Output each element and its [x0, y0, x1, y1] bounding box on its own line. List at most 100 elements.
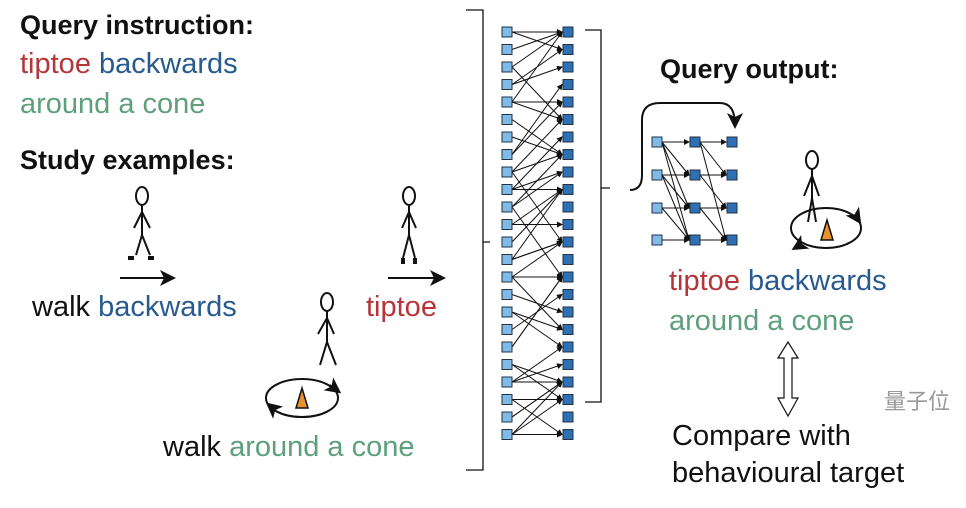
word-backwards: backwards — [99, 48, 238, 80]
study-examples-heading: Study examples: — [20, 145, 235, 175]
connection-arrow — [699, 207, 727, 241]
query-instruction-line1: tiptoe backwards — [20, 48, 238, 81]
connection-arrow — [511, 188, 563, 243]
connection-arrow — [511, 31, 563, 68]
compare-line1: Compare with — [672, 420, 851, 452]
connection-arrow — [511, 381, 563, 418]
word-around-a-cone: around a cone — [229, 431, 415, 463]
stick-figure-around-cone — [265, 292, 342, 419]
input-node — [501, 61, 513, 73]
left-bracket — [466, 9, 490, 471]
output-node — [562, 201, 574, 213]
connection-arrow — [511, 363, 563, 383]
network-node — [689, 234, 701, 246]
output-node — [562, 289, 574, 300]
connection-arrow — [511, 311, 563, 348]
output-node — [562, 219, 574, 230]
input-node — [501, 26, 513, 38]
output-node — [562, 96, 574, 108]
output-node — [562, 149, 574, 160]
connection-arrow — [511, 101, 563, 121]
stick-figure-tiptoe — [388, 186, 446, 286]
watermark: 量子位 — [884, 389, 951, 414]
connection-arrow — [511, 171, 563, 208]
word-walk: walk — [32, 291, 91, 323]
output-node — [562, 394, 574, 405]
connection-arrow — [511, 241, 563, 278]
input-node — [501, 429, 513, 440]
transformer-network — [501, 26, 574, 440]
output-node — [562, 324, 574, 335]
connection-arrow — [511, 188, 563, 260]
query-output-heading: Query output: — [660, 54, 839, 84]
right-bracket — [585, 29, 610, 403]
input-node — [501, 341, 513, 353]
output-node — [562, 26, 574, 38]
network-node — [651, 202, 663, 214]
stick-figure-walk — [120, 186, 176, 286]
connection-arrow — [511, 276, 563, 348]
connection-arrow — [661, 141, 690, 176]
input-node — [501, 306, 513, 318]
input-node — [501, 201, 513, 213]
connection-arrow — [511, 398, 563, 435]
input-node — [501, 359, 513, 370]
input-node — [501, 166, 513, 178]
output-network — [651, 136, 738, 246]
output-node — [562, 236, 574, 248]
network-node — [726, 234, 738, 246]
connection-arrow — [511, 240, 563, 260]
input-node — [501, 79, 513, 90]
input-node — [501, 114, 513, 125]
output-node — [562, 166, 574, 178]
network-node — [726, 202, 738, 214]
example-tiptoe: tiptoe — [366, 291, 437, 323]
word-tiptoe: tiptoe — [669, 265, 740, 297]
example-walk-around-cone: walk around a cone — [163, 431, 415, 464]
connection-arrow — [511, 206, 563, 278]
input-node — [501, 149, 513, 160]
stick-figure-output — [790, 150, 862, 251]
input-node — [501, 271, 513, 283]
output-node — [562, 271, 574, 283]
connection-arrow — [511, 31, 563, 103]
connection-arrow — [511, 118, 563, 173]
network-node — [689, 169, 701, 181]
connection-arrow — [511, 311, 563, 331]
input-node — [501, 376, 513, 388]
network-node — [689, 202, 701, 214]
connection-arrow — [511, 65, 563, 85]
input-node — [501, 324, 513, 335]
cone-icon — [294, 385, 310, 409]
output-node — [562, 44, 574, 55]
network-node — [651, 136, 663, 148]
network-node — [689, 136, 701, 148]
query-output-line2: around a cone — [669, 305, 855, 337]
word-walk: walk — [163, 431, 222, 463]
output-node — [562, 341, 574, 353]
query-instruction-heading: Query instruction: — [20, 10, 255, 40]
word-backwards: backwards — [748, 265, 887, 297]
output-node — [562, 429, 574, 440]
connection-arrow — [699, 174, 727, 209]
input-node — [501, 289, 513, 300]
compare-line2: behavioural target — [672, 457, 905, 489]
connection-arrow — [511, 83, 563, 155]
output-node — [562, 254, 574, 265]
connection-arrow — [661, 174, 690, 209]
query-instruction-line2: around a cone — [20, 88, 206, 120]
input-node — [501, 96, 513, 108]
output-node — [562, 131, 574, 143]
network-node — [726, 169, 738, 181]
word-tiptoe: tiptoe — [20, 48, 91, 80]
output-node — [562, 359, 574, 370]
input-node — [501, 411, 513, 423]
input-node — [501, 254, 513, 265]
input-node — [501, 184, 513, 195]
feedback-arrow — [629, 102, 743, 191]
connection-arrow — [511, 101, 563, 155]
word-backwards: backwards — [98, 291, 237, 323]
query-output-line1: tiptoe backwards — [669, 265, 887, 298]
connection-arrow — [511, 66, 563, 121]
